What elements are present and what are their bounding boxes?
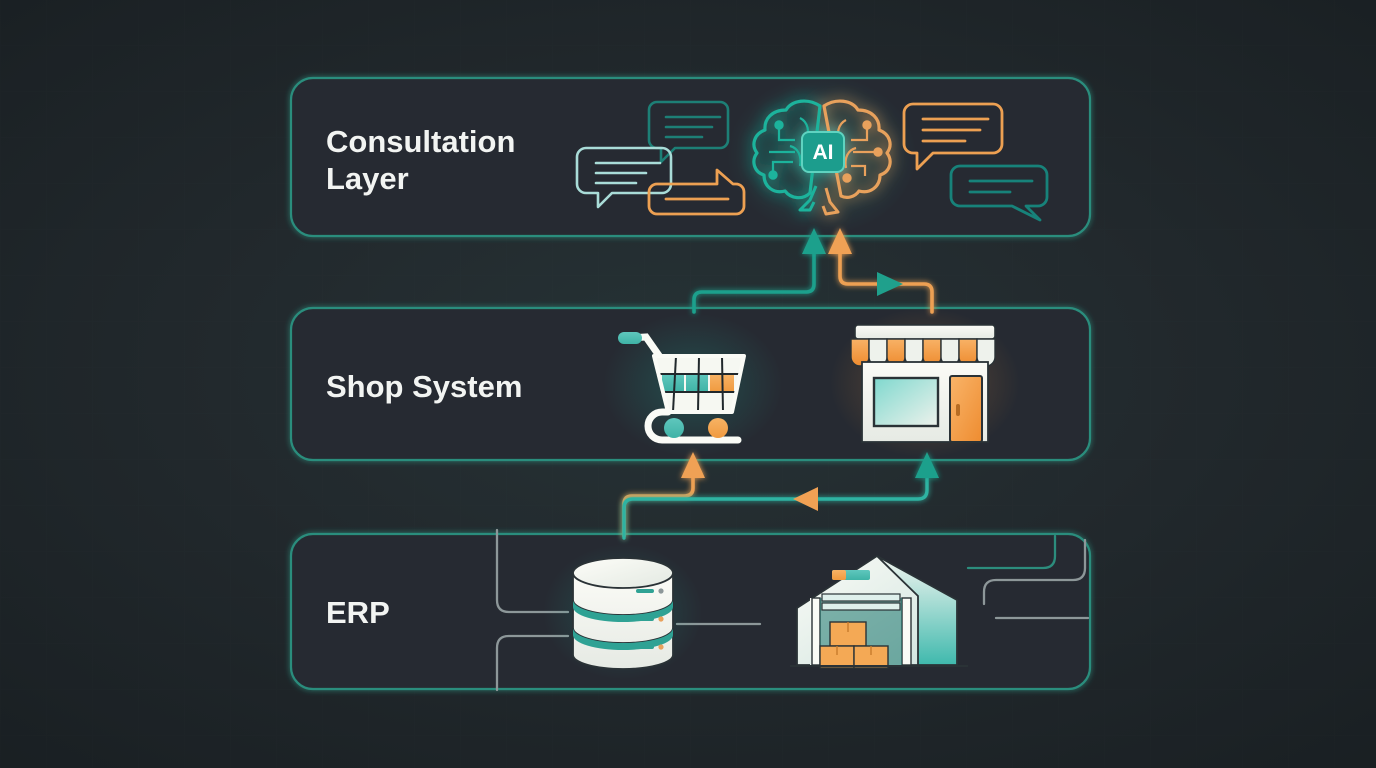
store-roof [854, 324, 996, 340]
arrowhead-orange-up-consultation [828, 228, 852, 254]
panel-shop-system-label: Shop System [326, 369, 522, 404]
warehouse-shutter-2 [821, 602, 901, 611]
chat-bubble-icon-orange-1 [647, 168, 746, 216]
chat-bubble-icon-teal-dark-2 [949, 164, 1049, 222]
chat-bubble-icon-teal-dark-1 [647, 100, 730, 164]
arrowhead-orange-up-shop [681, 452, 705, 478]
database-band-2 [573, 628, 673, 650]
cart-grid-lines [656, 355, 739, 413]
panel-consultation-label-line2: Layer [326, 161, 409, 196]
cart-wheel-left [664, 418, 684, 438]
connector-line-teal-erp-up [622, 476, 929, 540]
ai-brain-icon[interactable]: AI [752, 99, 892, 216]
warehouse-shutter-1 [821, 593, 901, 602]
shopping-cart-icon[interactable] [618, 332, 746, 444]
connector-erp-to-shop-left [622, 452, 705, 538]
cart-wheel-right [708, 418, 728, 438]
warehouse-sign-accent [832, 570, 846, 580]
connector-erp-to-shop-right [622, 452, 939, 540]
database-band-1 [573, 600, 673, 622]
database-top [572, 557, 674, 589]
database-icon[interactable] [572, 557, 674, 670]
cart-handle-grip [618, 332, 642, 344]
store-window [872, 376, 940, 428]
arrowhead-teal-up-consultation [802, 228, 826, 254]
storefront-icon[interactable] [850, 324, 996, 443]
ai-chip [801, 131, 845, 173]
chat-bubble-icon-orange-2 [902, 102, 1004, 171]
cart-grid-cells [662, 374, 734, 392]
chat-bubble-icon-teal-light-1 [575, 146, 673, 209]
panel-erp-label: ERP [326, 595, 390, 630]
connector-consultation-to-shop [828, 228, 934, 314]
connector-line-orange-erp-up [622, 476, 695, 538]
warehouse-column-left [811, 597, 821, 666]
connector-shop-to-consultation [692, 228, 826, 314]
database-led-indicators [636, 588, 664, 650]
marker-teal-right-triangle [877, 272, 903, 296]
warehouse-icon[interactable] [790, 554, 968, 669]
marker-orange-left-triangle [793, 487, 818, 511]
arrowhead-teal-up-shop [915, 452, 939, 478]
warehouse-column-right [901, 597, 912, 666]
connector-line-teal-up [692, 250, 816, 314]
erp-circuit-traces-teal [966, 534, 1057, 570]
warehouse-boxes [819, 621, 889, 669]
store-door-handle [956, 404, 960, 416]
ai-chip-label: AI [813, 141, 834, 164]
panel-consultation-label-line1: Consultation [326, 124, 515, 159]
store-door [949, 375, 983, 443]
